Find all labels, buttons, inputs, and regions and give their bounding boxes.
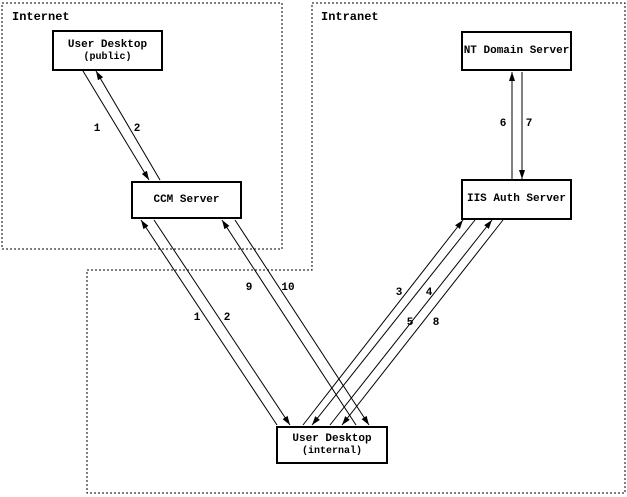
edge-9-user-desktop-internal-to-ccm-server <box>221 219 357 426</box>
node-nt-domain-server: NT Domain Server <box>461 31 572 71</box>
node-title: User Desktop <box>292 433 372 445</box>
intranet-region-outline <box>86 2 626 494</box>
edge-label-8: 8 <box>433 317 440 329</box>
internet-region-label: Internet <box>12 10 70 24</box>
node-iis-auth-server: IIS Auth Server <box>461 179 572 220</box>
edge-label-2: 2 <box>134 123 141 135</box>
edge-label-5: 5 <box>407 317 414 329</box>
edge-label-2: 2 <box>224 312 231 324</box>
edge-2-ccm-server-to-user-desktop-public <box>95 70 161 181</box>
edge-1-user-desktop-public-to-ccm-server <box>82 70 150 181</box>
edge-label-6: 6 <box>500 118 507 130</box>
edge-8-iis-auth-server-to-user-desktop-internal <box>341 219 504 426</box>
node-user-desktop-public: User Desktop (public) <box>52 30 163 71</box>
edge-label-9: 9 <box>246 282 253 294</box>
edge-1-user-desktop-internal-to-ccm-server <box>140 219 278 426</box>
edge-label-10: 10 <box>281 282 294 294</box>
edge-label-3: 3 <box>396 287 403 299</box>
node-title: User Desktop <box>67 38 148 51</box>
edge-label-1: 1 <box>94 123 101 135</box>
node-user-desktop-internal: User Desktop (internal) <box>276 426 388 464</box>
edge-4-iis-auth-server-to-user-desktop-internal <box>311 219 476 426</box>
edge-label-4: 4 <box>426 287 433 299</box>
node-subtitle: (internal) <box>301 446 362 457</box>
edge-2-ccm-server-to-user-desktop-internal <box>153 219 291 426</box>
node-title: IIS Auth Server <box>466 193 567 205</box>
edge-10-ccm-server-to-user-desktop-internal <box>234 219 370 426</box>
intranet-region-label: Intranet <box>321 10 379 24</box>
node-subtitle: (public) <box>83 51 132 63</box>
node-title: NT Domain Server <box>463 44 570 57</box>
edge-5-user-desktop-internal-to-iis-auth-server <box>329 219 493 426</box>
edge-3-user-desktop-internal-to-iis-auth-server <box>302 219 464 426</box>
node-title: CCM Server <box>153 193 220 206</box>
internet-region-outline <box>1 2 283 250</box>
edge-label-1: 1 <box>194 312 201 324</box>
node-ccm-server: CCM Server <box>131 181 242 219</box>
edge-label-7: 7 <box>526 118 533 130</box>
